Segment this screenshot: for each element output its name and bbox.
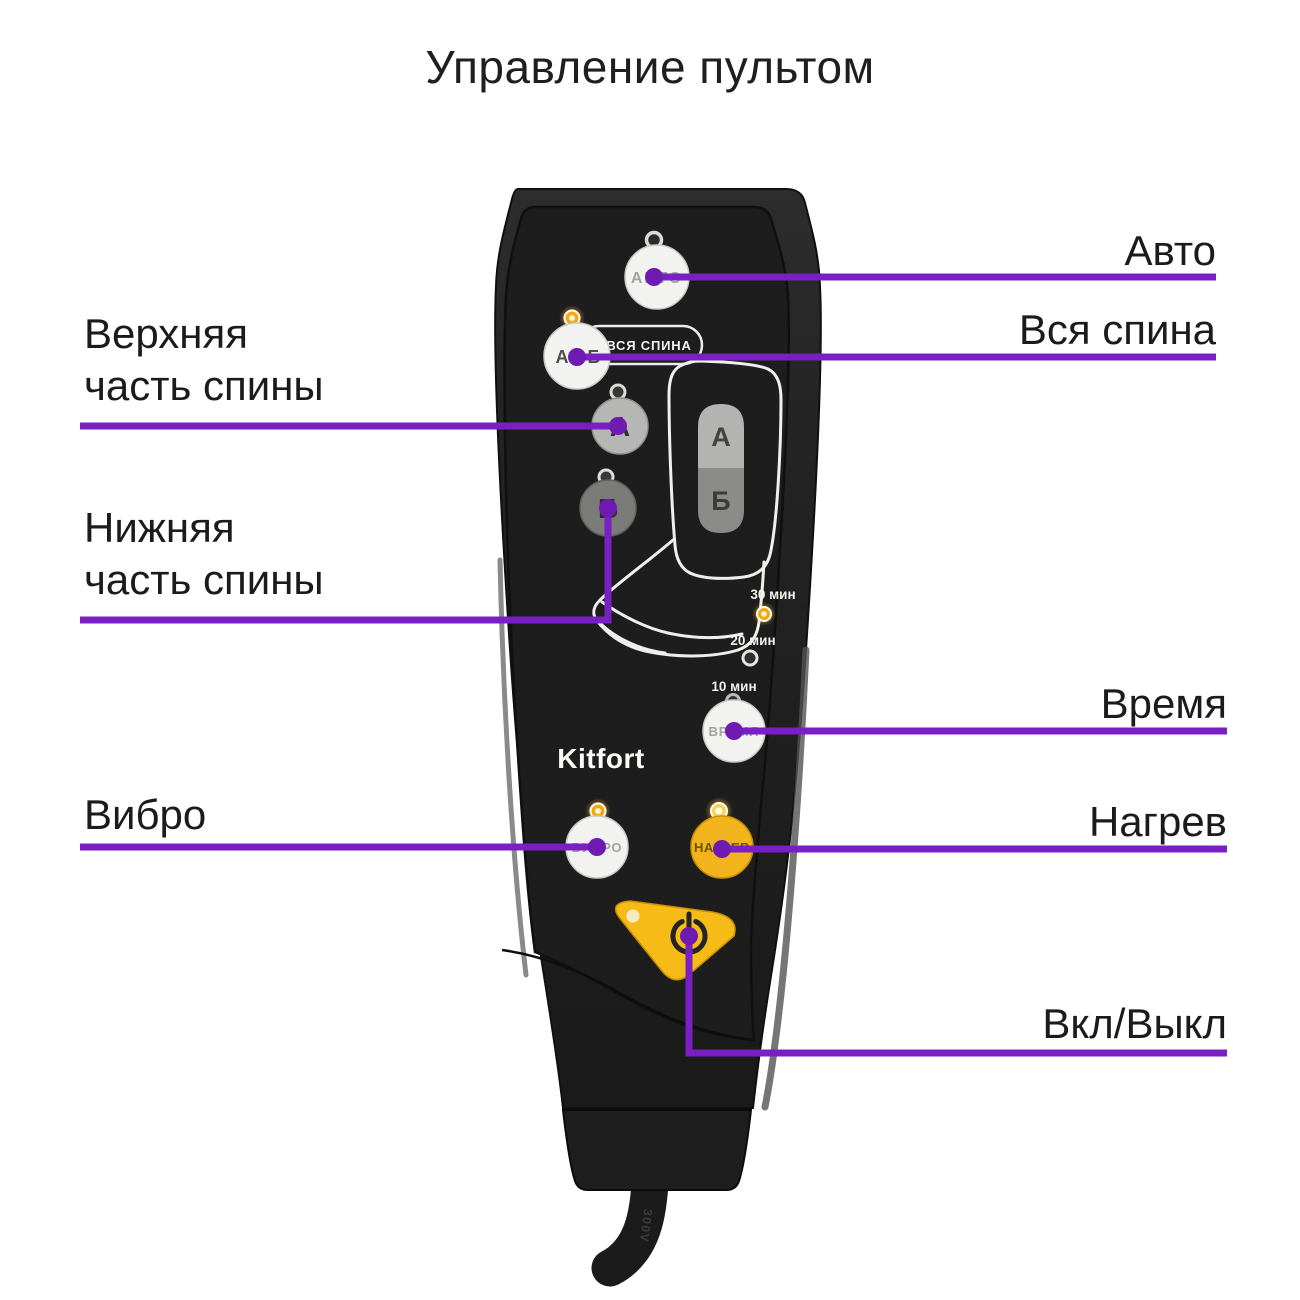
full-back-callout-dot: [568, 348, 586, 366]
power-label: Вкл/Выкл: [1042, 1000, 1227, 1047]
lower-back-label: Нижняя часть спины: [84, 502, 324, 606]
timer-indicators: 30 мин 20 мин 10 мин: [711, 587, 796, 709]
lower-back-label-line1: Нижняя: [84, 504, 235, 551]
timer-20-led: [741, 649, 759, 667]
seat-cushion-inner-line: [600, 600, 744, 640]
timer-10-label: 10 мин: [711, 679, 756, 694]
side-highlight-right: [761, 646, 810, 1111]
cable-marking: 300V: [637, 1208, 655, 1243]
timer-20-label: 20 мин: [730, 633, 775, 648]
full-back-pill-label: ВСЯ СПИНА: [606, 338, 691, 353]
panel-seam: [501, 948, 754, 1042]
remote-bottom-cap: [561, 1109, 753, 1191]
lower-back-callout-line: [80, 508, 612, 624]
cable: 300V: [591, 1141, 670, 1287]
brand-logo: Kitfort: [557, 743, 644, 774]
auto-label: Авто: [1124, 227, 1216, 274]
lower-back-label-line2: часть спины: [84, 556, 324, 603]
seat-zone-a: [698, 404, 744, 468]
vibro-callout-dot: [588, 838, 606, 856]
power-callout-dot: [680, 927, 698, 945]
upper-back-label: Верхняя часть спины: [84, 308, 324, 412]
remote: 300V А Б: [494, 188, 822, 1287]
power-callout-line: [685, 936, 1227, 1057]
auto-callout-dot: [645, 268, 663, 286]
full-back-label: Вся спина: [1018, 306, 1216, 353]
seat-zone-a-label: А: [711, 422, 731, 452]
callout-lines: [80, 273, 1227, 1057]
seat-diagram: [592, 359, 783, 658]
power-led: [626, 909, 640, 923]
heat-label: Нагрев: [1088, 798, 1227, 845]
timer-30-led: [752, 602, 776, 626]
upper-back-label-line2: часть спины: [84, 362, 324, 409]
lower-back-callout-dot: [599, 499, 617, 517]
page-title: Управление пультом: [425, 41, 875, 93]
time-callout-dot: [725, 722, 743, 740]
upper-back-label-line1: Верхняя: [84, 310, 248, 357]
upper-back-callout-dot: [609, 417, 627, 435]
callout-dots: [568, 268, 743, 945]
ab-button-label-a: А: [556, 347, 569, 367]
seat-zone-b-label: Б: [711, 486, 730, 516]
timer-30-label: 30 мин: [750, 587, 795, 602]
heat-callout-dot: [713, 840, 731, 858]
vibro-label: Вибро: [84, 791, 207, 838]
seat-cushion-front-line: [596, 619, 667, 655]
seat-backrest-outline: [667, 359, 783, 580]
seat-zone-b: [698, 468, 744, 533]
seat-zones: А Б: [698, 404, 744, 533]
zone-a-led: [609, 383, 627, 401]
time-label: Время: [1100, 680, 1227, 727]
